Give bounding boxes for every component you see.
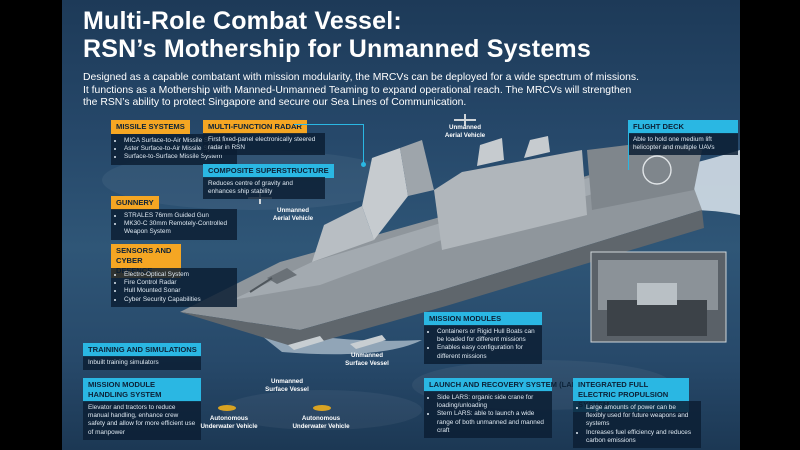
intro-text: Designed as a capable combatant with mis… [83, 72, 733, 110]
lars-item: Side LARS: organic side crane for loadin… [437, 394, 547, 410]
callout-dot [361, 162, 366, 167]
propulsion-item: Increases fuel efficiency and reduces ca… [586, 429, 696, 445]
usv-label: Unmanned Surface Vessel [345, 352, 389, 367]
missile-systems-header: MISSILE SYSTEMS [111, 120, 190, 134]
flight-deck-header: FLIGHT DECK [628, 120, 738, 134]
gunnery-item: STRALES 76mm Guided Gun [124, 212, 232, 220]
propulsion-panel: Large amounts of power can be flexibly u… [573, 401, 701, 449]
intro-line: Designed as a capable combatant with mis… [83, 72, 639, 83]
intro-line: the RSN’s ability to protect Singapore a… [83, 97, 467, 109]
training-header: TRAINING AND SIMULATIONS [83, 343, 201, 357]
ship-illustration [180, 114, 740, 411]
gunnery-header: GUNNERY [111, 196, 159, 210]
training-panel: Inbuilt training simulators [83, 356, 201, 371]
gunnery-panel: STRALES 76mm Guided Gun MK30-C 30mm Remo… [111, 209, 237, 240]
lars-panel: Side LARS: organic side crane for loadin… [424, 391, 552, 439]
handling-header: MISSION MODULE HANDLING SYSTEM [83, 378, 201, 402]
mission-modules-panel: Containers or Rigid Hull Boats can be lo… [424, 325, 542, 364]
auv-label: Autonomous Underwater Vehicle [200, 415, 258, 430]
missile-item: MICA Surface-to-Air Missile System [124, 137, 232, 145]
gunnery-item: MK30-C 30mm Remotely-Controlled Weapon S… [124, 220, 232, 236]
composite-header: COMPOSITE SUPERSTRUCTURE [203, 164, 334, 178]
flight-deck-panel: Able to hold one medium lift helicopter … [628, 133, 738, 156]
missile-systems-panel: MICA Surface-to-Air Missile System Aster… [111, 134, 237, 165]
sensors-item: Hull Mounted Sonar [124, 287, 232, 295]
sensors-item: Electro-Optical System [124, 271, 232, 279]
sensors-item: Cyber Security Capabilities [124, 296, 232, 304]
handling-panel: Elevator and tractors to reduce manual h… [83, 401, 201, 440]
uav-label: Unmanned Aerial Vehicle [272, 207, 314, 222]
composite-panel: Reduces centre of gravity and enhances s… [203, 177, 325, 200]
intro-line: It functions as a Mothership with Manned… [83, 84, 632, 96]
auv-label: Autonomous Underwater Vehicle [292, 415, 350, 430]
usv-label: Unmanned Surface Vessel [265, 378, 309, 393]
page-subtitle: RSN’s Mothership for Unmanned Systems [83, 35, 591, 63]
callout-line [363, 124, 364, 164]
missile-item: Aster Surface-to-Air Missile System [124, 145, 232, 153]
sensors-panel: Electro-Optical System Fire Control Rada… [111, 268, 237, 307]
mission-modules-header: MISSION MODULES [424, 312, 542, 326]
mfr-panel: First fixed-panel electronically steered… [203, 133, 325, 156]
infographic: Multi-Role Combat Vessel: RSN’s Mothersh… [62, 0, 740, 450]
modules-item: Containers or Rigid Hull Boats can be lo… [437, 328, 537, 344]
uav-label: Unmanned Aerial Vehicle [444, 124, 486, 139]
mfr-header: MULTI-FUNCTION RADAR [203, 120, 307, 134]
page-title: Multi-Role Combat Vessel: [83, 7, 402, 35]
sensors-item: Fire Control Radar [124, 279, 232, 287]
lars-item: Stern LARS: able to launch a wide range … [437, 410, 547, 435]
propulsion-item: Large amounts of power can be flexibly u… [586, 404, 696, 429]
missile-item: Surface-to-Surface Missile System [124, 153, 232, 161]
callout-line [294, 124, 364, 125]
modules-item: Enables easy configuration for different… [437, 344, 537, 360]
callout-line [628, 124, 629, 170]
lars-header: LAUNCH AND RECOVERY SYSTEM (LARS) [424, 378, 585, 392]
